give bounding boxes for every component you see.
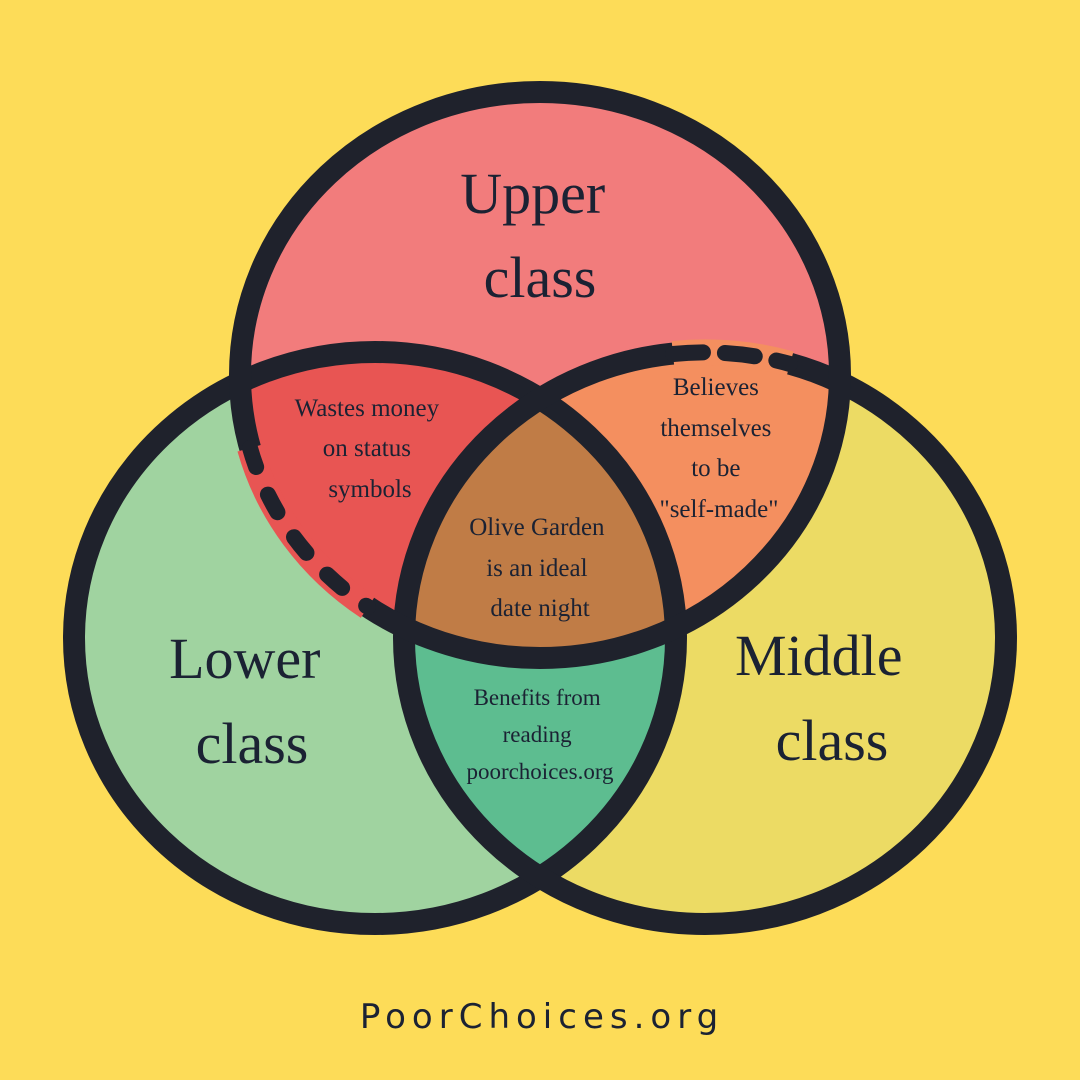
dashed-outline-right xyxy=(665,344,798,372)
label-line: Upper xyxy=(460,161,605,226)
label-line: Lower xyxy=(169,626,320,691)
middle-class-label: Middle class xyxy=(735,623,917,773)
label-line: reading xyxy=(503,722,572,747)
label-line: class xyxy=(484,245,597,310)
label-line: Believes xyxy=(673,374,759,401)
label-line: class xyxy=(196,711,309,776)
upper-middle-label: Believes themselves to be "self-made" xyxy=(660,374,779,523)
upper-class-outline xyxy=(229,81,851,669)
all-three-region xyxy=(404,352,676,658)
all-three-label: Olive Garden is an ideal date night xyxy=(469,514,611,622)
label-line: is an ideal xyxy=(486,555,587,582)
label-line: themselves xyxy=(660,415,771,442)
lower-class-label: Lower class xyxy=(169,626,335,776)
label-line: Benefits from xyxy=(474,685,601,710)
label-line: poorchoices.org xyxy=(466,759,614,784)
label-line: Olive Garden xyxy=(469,514,605,541)
upper-lower-label: Wastes money on status symbols xyxy=(295,395,446,503)
label-line: symbols xyxy=(328,476,411,503)
label-line: date night xyxy=(490,595,589,622)
label-line: to be xyxy=(691,455,740,482)
label-line: Wastes money xyxy=(295,395,440,422)
lower-middle-label: Benefits from reading poorchoices.org xyxy=(466,685,614,784)
upper-class-label: Upper class xyxy=(460,161,619,310)
label-line: on status xyxy=(323,435,411,462)
dashed-outline-left xyxy=(242,440,376,615)
label-line: "self-made" xyxy=(660,496,779,523)
footer-brand: PoorChoices.org xyxy=(360,997,724,1037)
label-line: class xyxy=(776,708,889,773)
label-line: Middle xyxy=(735,623,903,688)
